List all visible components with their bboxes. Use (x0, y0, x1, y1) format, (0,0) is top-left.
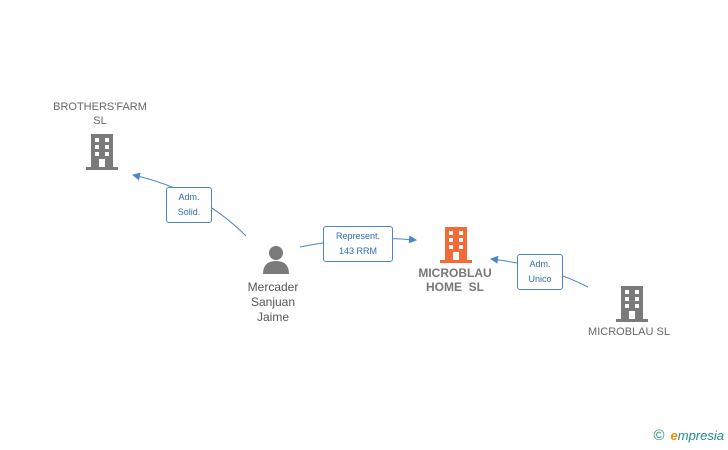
edge-label-line2: Solid. (177, 207, 201, 217)
person-label[interactable]: Mercader Sanjuan Jaime (223, 280, 323, 325)
footer-brand[interactable]: © empresia (653, 427, 724, 444)
microblau-home-label[interactable]: MICROBLAU HOME SL (395, 266, 515, 294)
edge-label-line1: Adm. (178, 192, 200, 202)
edge-label-line2: Unico (528, 274, 552, 284)
building-icon-main[interactable] (440, 227, 472, 263)
microblau-home-label-line2: HOME SL (425, 280, 484, 294)
brothersfarm-label[interactable]: BROTHERS'FARM SL (40, 100, 160, 128)
person-icon[interactable] (261, 244, 291, 274)
person-label-line3: Jaime (256, 310, 289, 324)
person-label-line2: Sanjuan (250, 295, 296, 309)
brand-initial: e (670, 428, 678, 443)
microblau-label[interactable]: MICROBLAU SL (574, 325, 684, 339)
edge-label-line2: 143 RRM (338, 246, 377, 256)
microblau-label-text: MICROBLAU SL (588, 326, 670, 338)
copyright-symbol: © (653, 427, 665, 444)
building-icon[interactable] (86, 134, 118, 170)
edge-label-represent[interactable]: Represent. 143 RRM (323, 226, 393, 262)
empresia-logo: empresia (671, 428, 724, 443)
microblau-home-label-line1: MICROBLAU (418, 266, 492, 280)
edge-label-line1: Represent. (335, 231, 381, 241)
edge-label-adm-solid[interactable]: Adm. Solid. (166, 187, 212, 223)
brand-rest: mpresia (677, 428, 724, 443)
building-icon[interactable] (616, 286, 648, 322)
edge-label-line1: Adm. (529, 259, 551, 269)
brothersfarm-label-line2: SL (93, 115, 107, 127)
edge-label-adm-unico[interactable]: Adm. Unico (517, 254, 563, 290)
brothersfarm-label-line1: BROTHERS'FARM (53, 101, 147, 113)
person-label-line1: Mercader (247, 280, 299, 294)
